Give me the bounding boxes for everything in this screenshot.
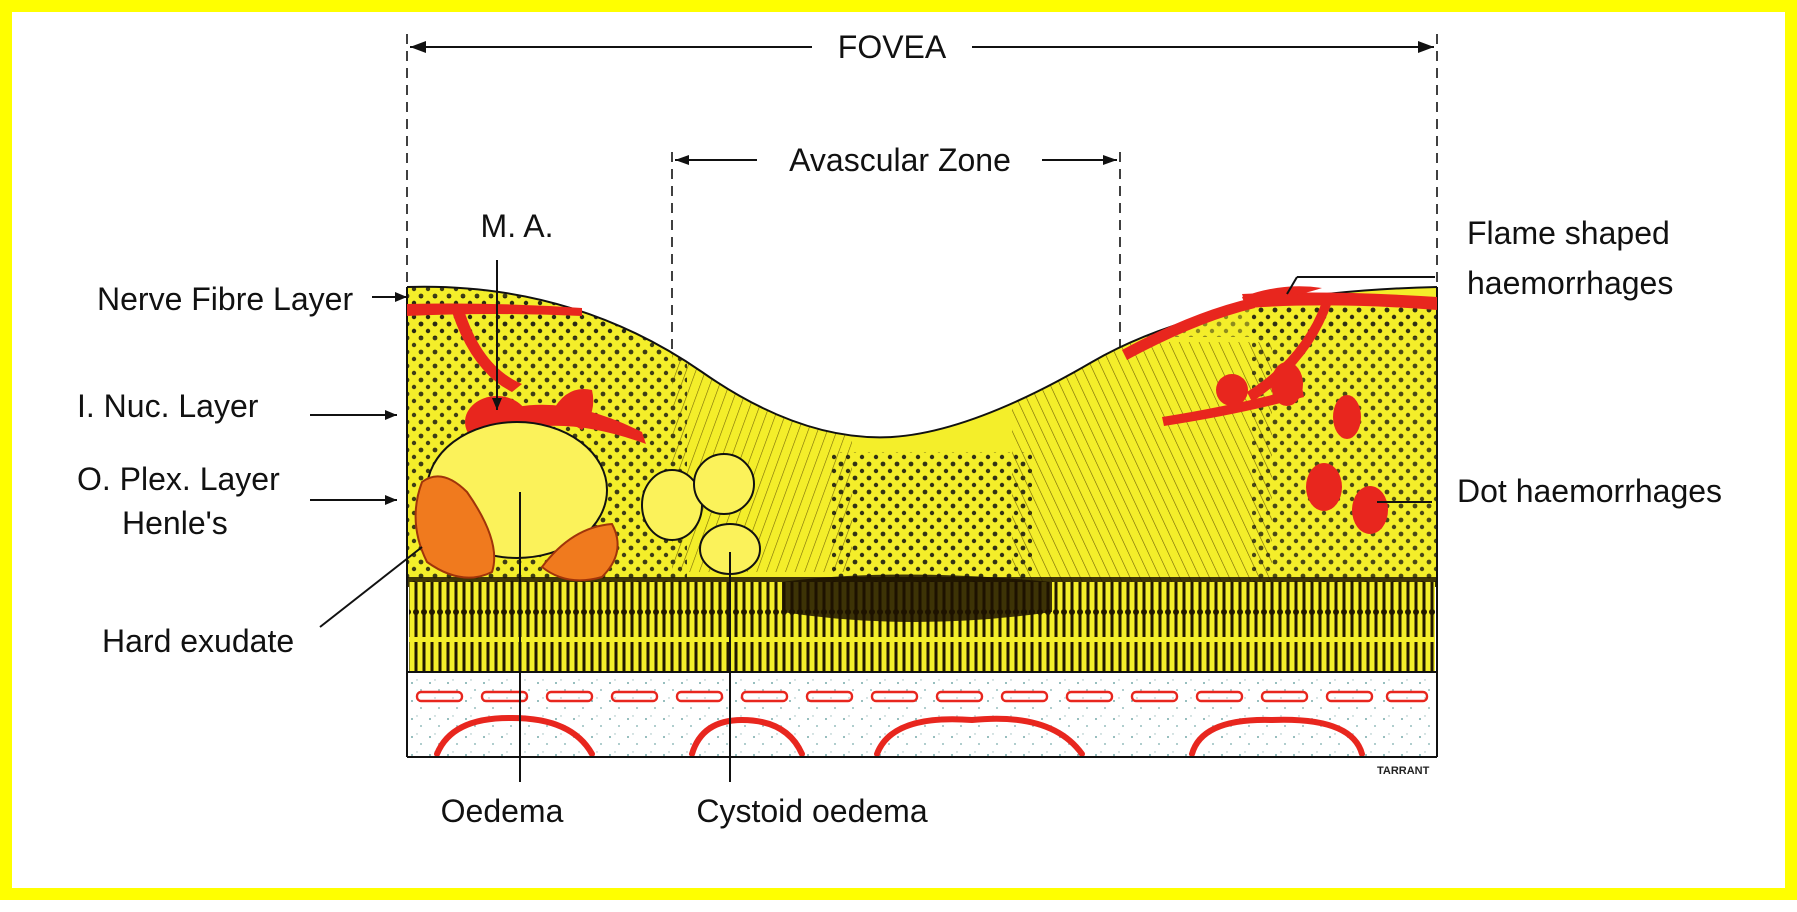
avascular-zone-label: Avascular Zone [789, 142, 1011, 178]
label-ma: M. A. [481, 208, 554, 244]
retina-diagram: FOVEA Avascular Zone [12, 12, 1797, 912]
label-hard-exudate: Hard exudate [102, 623, 294, 659]
label-nerve-fibre-layer: Nerve Fibre Layer [97, 281, 353, 317]
fovea-label: FOVEA [838, 29, 947, 65]
choroid-layer [407, 674, 1437, 757]
label-flame-shaped: Flame shaped [1467, 215, 1670, 251]
photoreceptor-layer [407, 575, 1437, 673]
label-oedema: Oedema [441, 793, 564, 829]
label-o-plex-layer: O. Plex. Layer [77, 461, 280, 497]
label-flame-haemorrhages: haemorrhages [1467, 265, 1673, 301]
label-henles: Henle's [122, 505, 228, 541]
label-i-nuc-layer: I. Nuc. Layer [77, 388, 259, 424]
label-signature: TARRANT [1377, 765, 1430, 777]
label-cystoid-oedema: Cystoid oedema [696, 793, 927, 829]
label-dot-haemorrhages: Dot haemorrhages [1457, 473, 1722, 509]
